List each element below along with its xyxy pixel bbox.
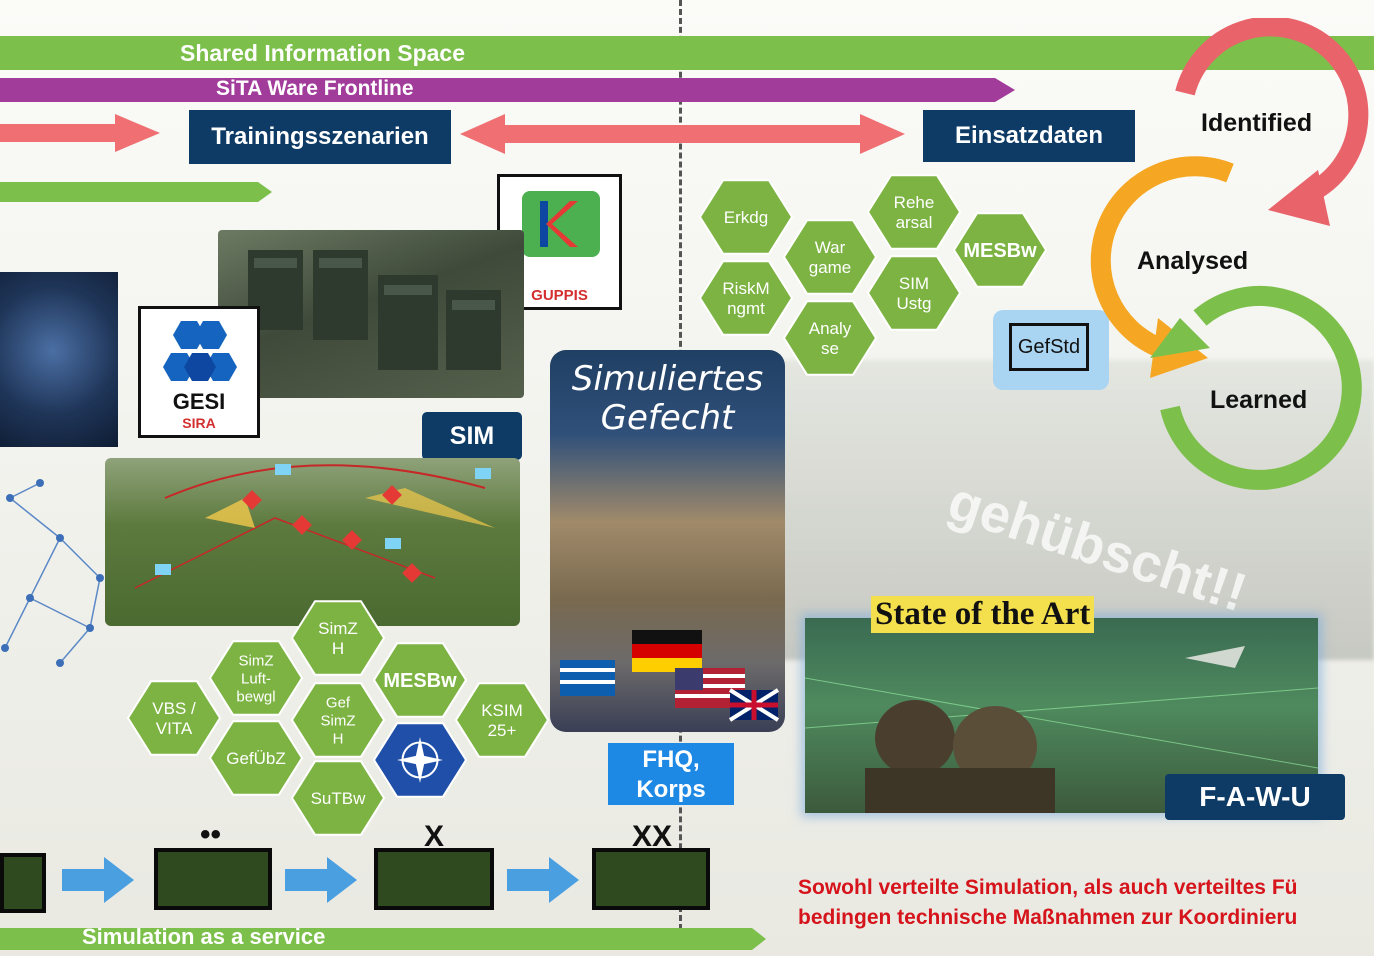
camp-aerial-photo [218, 230, 524, 398]
hex-label-wargame: War [815, 238, 846, 257]
hex-gefubz: GefÜbZ [208, 720, 304, 796]
fhq-korps-label: FHQ, Korps [608, 743, 734, 805]
hex-label-simzh: SimZ [318, 619, 358, 638]
hex-label-riskm: ngmt [727, 299, 765, 318]
hex-nato [372, 722, 468, 798]
cycle-analysed-label: Analysed [1137, 247, 1249, 275]
hex-label-simustg: Ustg [897, 294, 932, 313]
unit-box-4 [592, 848, 710, 910]
trainingsszenarien-box: Trainingsszenarien [189, 110, 451, 164]
network-map [1, 479, 104, 667]
hex-label-erkdg: Erkdg [724, 208, 768, 227]
hex-label-analyse: se [821, 339, 839, 358]
gefstd-label: GefStd [1009, 323, 1089, 371]
green-progress-band [0, 182, 272, 202]
unit-box-3 [374, 848, 494, 910]
hex-label-vbs: VBS / [152, 699, 196, 718]
hex-label-simzluft: Luft- [241, 670, 271, 687]
hex-label-ksim: KSIM [481, 701, 523, 720]
battlefield-overlay [134, 464, 495, 589]
hex-label-riskm: RiskM [722, 279, 769, 298]
soldiers-illustration [805, 646, 1318, 813]
hex-label-simzh: H [332, 639, 344, 658]
guppis-label: GUPPIS [531, 287, 588, 304]
gesi-label: GESI [172, 389, 226, 414]
hex-label-simzluft: SimZ [239, 652, 274, 669]
double-arrow-between [460, 114, 905, 154]
footer-line-1: Sowohl verteilte Simulation, als auch ve… [798, 876, 1298, 899]
sita-frontline-band [0, 78, 1015, 102]
lessons-learned-cycle [1090, 18, 1369, 490]
cycle-learned-label: Learned [1210, 386, 1308, 414]
sita-frontline-label: SiTA Ware Frontline [216, 77, 414, 100]
einsatzdaten-box: Einsatzdaten [923, 110, 1135, 162]
flags-illustration [560, 630, 780, 722]
hex-label-rehearsal: Rehe [894, 193, 935, 212]
unit-marker-2: •• [200, 818, 222, 851]
unit-marker-4: XX [632, 820, 673, 853]
tents-illustration [248, 250, 501, 370]
simulation-service-band [0, 928, 766, 950]
unit-box-2 [154, 848, 272, 910]
blue-arrow-1 [62, 857, 134, 903]
simuliertes-gefecht-card: Simuliertes Gefecht [550, 350, 785, 732]
blue-arrow-3 [507, 857, 579, 903]
hex-label-gefsimzh: SimZ [321, 712, 356, 729]
hex-label-ksim: 25+ [488, 721, 517, 740]
hex-label-simustg: SIM [899, 274, 929, 293]
hex-erkdg: Erkdg [698, 179, 794, 255]
hex-vbs: VBS /VITA [126, 680, 222, 756]
hex-analyse: Analyse [782, 300, 878, 376]
gesi-hex-icon [163, 321, 237, 381]
sira-label: SIRA [182, 415, 216, 431]
guppis-emblem-icon [522, 191, 600, 257]
hex-label-analyse: Analy [809, 319, 852, 338]
arrow-to-trainingsszenarien [0, 114, 160, 152]
hex-mesbw_top: MESBw [952, 212, 1048, 288]
gesi-sira-logo: GESI SIRA [138, 306, 260, 438]
simuliertes-gefecht-title: Simuliertes Gefecht [571, 359, 764, 439]
simulation-service-label: Simulation as a service [82, 924, 326, 949]
sim-label: SIM [422, 412, 522, 460]
shared-information-space-band: Shared Information Space [0, 36, 1374, 70]
hex-label-gefsimzh: H [333, 730, 344, 747]
hex-label-sutbw: SuTBw [311, 789, 367, 808]
hex-label-gefubz: GefÜbZ [226, 749, 286, 768]
blue-arrow-2 [285, 857, 357, 903]
hex-label-mesbw: MESBw [383, 670, 457, 692]
hex-cluster-top: ErkdgRiskMngmtWargameAnalyseRehearsalSIM… [698, 174, 1048, 376]
battlefield-map-photo [105, 458, 520, 626]
hex-label-wargame: game [809, 258, 852, 277]
nato-compass-icon [397, 737, 443, 783]
hex-label-simzluft: bewgl [236, 688, 275, 705]
state-of-the-art-title: State of the Art [871, 596, 1095, 633]
hex-sutbw: SuTBw [290, 760, 386, 836]
unit-box-1 [0, 853, 46, 913]
cycle-identified-label: Identified [1201, 109, 1313, 137]
gefstd-card: GefStd [993, 310, 1109, 390]
hex-label-gefsimzh: Gef [326, 694, 351, 711]
hex-label-rehearsal: arsal [896, 213, 933, 232]
footer-line-2: bedingen technische Maßnahmen zur Koordi… [798, 906, 1298, 929]
hex-label-vbs: VITA [156, 719, 193, 738]
hex-label-mesbw_top: MESBw [963, 240, 1037, 262]
hex-mesbw: MESBw [372, 642, 468, 718]
hologram-photo [0, 272, 118, 447]
fawu-label: F-A-W-U [1165, 774, 1345, 820]
unit-marker-3: X [424, 820, 445, 853]
shared-information-space-label: Shared Information Space [180, 40, 466, 66]
